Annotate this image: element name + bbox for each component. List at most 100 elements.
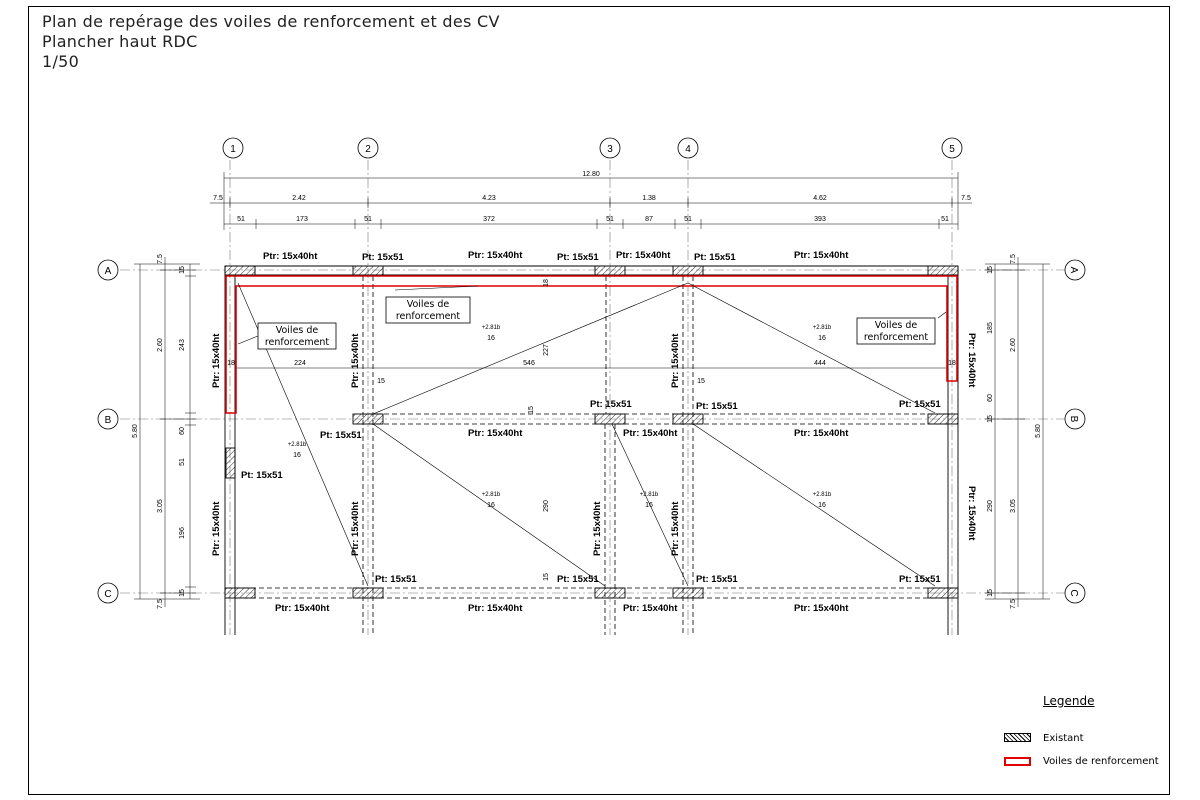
axis-bubble-4: 4	[677, 137, 699, 159]
beam-label-C34: Ptr: 15x40ht	[623, 603, 678, 614]
dim-left-top: 7.5	[157, 254, 164, 264]
dim-h-546: 546	[523, 360, 535, 367]
slab-4-level: +2.81b	[482, 492, 501, 498]
dim-right-top: 7.5	[1010, 254, 1017, 264]
dim-clear-3: 87	[645, 216, 653, 223]
post-label-B3: Pt: 15x51	[590, 399, 632, 410]
post-label-B4: Pt: 15x51	[696, 401, 738, 412]
post-label-A3: Pt: 15x51	[557, 252, 599, 263]
leader-lines	[237, 285, 947, 345]
legend-title: Legende	[1043, 694, 1095, 708]
dim-clear-2: 372	[483, 216, 495, 223]
post-labels: Pt: 15x51 Pt: 15x51 Pt: 15x51 Pt: 15x51 …	[241, 252, 941, 585]
post-B2	[352, 413, 384, 425]
slab-1-level: +2.81b	[482, 325, 501, 331]
beam-label-B34: Ptr: 15x40ht	[623, 428, 678, 439]
callout-voile-2: Voiles de renforcement	[385, 296, 471, 324]
slab-6-number: 16	[818, 502, 826, 509]
axis-bubble-C-left: C	[97, 582, 119, 604]
axis-label-C-right: C	[1068, 589, 1079, 596]
beam-label-left-top: Ptr: 15x40ht	[211, 333, 222, 388]
callout-voile-1-line1: Voiles de	[276, 325, 319, 336]
dim-span-2: 4.23	[482, 195, 496, 202]
post-label-C2: Pt: 15x51	[375, 574, 417, 585]
post-left-wall	[225, 447, 236, 479]
dim-edge-left: 7.5	[213, 195, 223, 202]
beam-label-C45: Ptr: 15x40ht	[794, 603, 849, 614]
reinforcement-walls	[225, 275, 958, 414]
dim-v-15a: 15	[528, 406, 535, 414]
dim-col-3: 51	[606, 216, 614, 223]
axis-label-5: 5	[949, 144, 955, 155]
dim-right-bottom: 7.5	[1010, 599, 1017, 609]
dim-col-2: 51	[364, 216, 372, 223]
dim-left-15b: 15	[179, 589, 186, 597]
callout-voile-2-line2: renforcement	[396, 311, 461, 322]
dim-clear-1: 173	[296, 216, 308, 223]
top-dimension-text: 12.80 7.5 7.5 2.42 4.23 1.38 4.62 51 173…	[213, 171, 971, 223]
post-A2	[352, 265, 384, 276]
dim-18-left: 18	[227, 360, 235, 367]
post-label-C4: Pt: 15x51	[696, 574, 738, 585]
axis-label-C-left: C	[104, 589, 111, 600]
callout-voile-3: Voiles de renforcement	[856, 317, 936, 345]
legend-existing-swatch	[1004, 733, 1031, 742]
dim-15-col4: 15	[697, 378, 705, 385]
dim-left-bottom: 7.5	[157, 599, 164, 609]
dim-right-60: 60	[987, 394, 994, 402]
dim-span-1: 2.42	[292, 195, 306, 202]
slab-1-number: 16	[487, 335, 495, 342]
dim-left-51: 51	[179, 458, 186, 466]
dim-v-227: 227	[543, 344, 550, 356]
beam-label-right-bottom: Ptr: 15x40ht	[966, 486, 977, 541]
beam-label-col4-top: Ptr: 15x40ht	[670, 333, 681, 388]
dim-right-15b: 15	[987, 415, 994, 423]
dim-span-4: 4.62	[813, 195, 827, 202]
dim-right-total: 5.80	[1035, 424, 1042, 438]
post-label-left-wall: Pt: 15x51	[241, 470, 283, 481]
slab-annotations: +2.81b 16 +2.81b 16 +2.81b 16 +2.81b 16 …	[288, 325, 832, 509]
dim-right-bc: 3.05	[1010, 499, 1017, 513]
dim-col-1: 51	[237, 216, 245, 223]
axis-bubble-5: 5	[941, 137, 963, 159]
post-A5	[927, 265, 959, 276]
beam-label-col4-bottom: Ptr: 15x40ht	[670, 501, 681, 556]
slab-2-level: +2.81b	[813, 325, 832, 331]
beam-label-A34: Ptr: 15x40ht	[616, 250, 671, 261]
beam-label-A23: Ptr: 15x40ht	[468, 250, 523, 261]
post-label-C5: Pt: 15x51	[899, 574, 941, 585]
callout-voile-3-line2: renforcement	[864, 332, 929, 343]
slab-2-number: 16	[818, 335, 826, 342]
top-dimension-lines	[210, 172, 972, 230]
callout-voile-3-line1: Voiles de	[875, 320, 918, 331]
dim-left-243: 243	[179, 339, 186, 351]
slab-6-level: +2.81b	[813, 492, 832, 498]
beam-label-C12: Ptr: 15x40ht	[275, 603, 330, 614]
dim-left-ab: 2.60	[157, 338, 164, 352]
dim-h-444: 444	[814, 360, 826, 367]
dim-col-5: 51	[941, 216, 949, 223]
dim-col-4: 51	[684, 216, 692, 223]
axis-label-A-right: A	[1068, 267, 1079, 274]
reinforcement-wall-outline	[225, 275, 958, 414]
axis-bubble-3: 3	[599, 137, 621, 159]
slab-4-number: 16	[487, 502, 495, 509]
drawing-title: Plan de repérage des voiles de renforcem…	[42, 12, 500, 31]
existing-posts	[224, 265, 959, 599]
floor-name: Plancher haut RDC	[42, 32, 198, 51]
post-label-B2: Pt: 15x51	[320, 430, 362, 441]
post-A4	[672, 265, 704, 276]
axis-label-3: 3	[607, 144, 613, 155]
axis-bubble-A-right: A	[1064, 259, 1086, 281]
legend-reinforcement-swatch	[1004, 757, 1031, 766]
walls	[224, 265, 959, 635]
callout-voile-2-line1: Voiles de	[407, 299, 450, 310]
beam-label-left-bottom: Ptr: 15x40ht	[211, 501, 222, 556]
beam-label-A12: Ptr: 15x40ht	[263, 251, 318, 262]
left-dimension-lines	[134, 257, 200, 607]
dim-v-18: 18	[543, 279, 550, 287]
axis-bubble-1: 1	[222, 137, 244, 159]
axis-bubble-A-left: A	[97, 259, 119, 281]
slab-diagonals	[237, 282, 936, 587]
